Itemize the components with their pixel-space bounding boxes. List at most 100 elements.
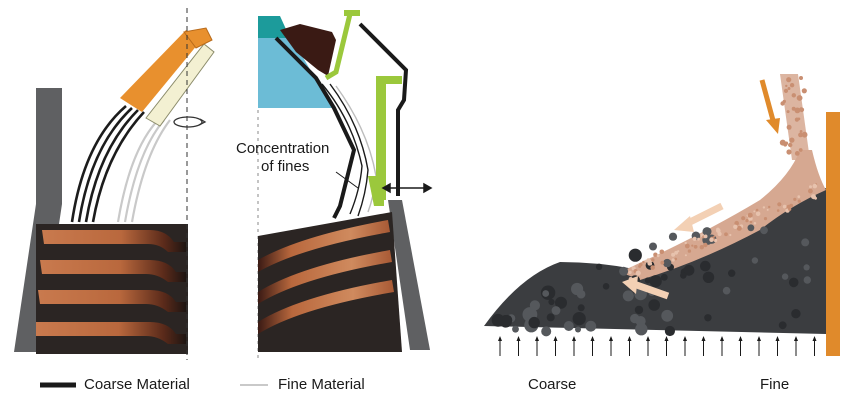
fine-particle [631, 266, 634, 270]
fine-particle [763, 217, 768, 221]
falling-fine-particle [791, 106, 796, 111]
falling-fine-particle [782, 99, 786, 104]
coarse-particle [700, 260, 711, 272]
coarse-particle [619, 266, 629, 276]
fine-particle [788, 207, 792, 211]
fine-particle [644, 259, 647, 263]
fine-particle [674, 257, 678, 261]
fine-particle [734, 220, 739, 226]
distribution-tick-head [757, 336, 761, 341]
fine-particle [753, 222, 757, 225]
distribution-tick-head [516, 336, 521, 341]
double-arrow-icon [381, 182, 433, 194]
coarse-particle [751, 257, 759, 264]
coarse-particle [648, 299, 660, 311]
fine-particle [747, 212, 753, 218]
fine-particle [659, 249, 665, 255]
coarse-particle [649, 242, 657, 251]
callout-leader [335, 171, 359, 189]
coarse-particle [663, 258, 672, 268]
left-wall [14, 88, 62, 352]
falling-fine-particle [791, 93, 796, 98]
coarse-flow-arrow-icon [622, 276, 670, 300]
panel-flap-distribution [257, 10, 433, 360]
distribution-tick-head [683, 336, 687, 341]
green-flap-arm [324, 13, 353, 81]
fine-particle [777, 202, 782, 207]
distribution-tick-head [646, 336, 650, 341]
coarse-pile [484, 188, 826, 334]
layered-stockpile-2 [258, 212, 402, 352]
distribution-tick-head [590, 336, 595, 341]
coarse-particle [702, 271, 715, 283]
distribution-tick-head [738, 336, 743, 341]
coarse-particle [628, 248, 642, 262]
coarse-particle [781, 273, 789, 280]
fine-particle [639, 262, 643, 267]
coarse-material-streams [70, 105, 145, 223]
distribution-tick-head [775, 336, 780, 341]
falling-fine-particle [788, 142, 793, 148]
fine-particle [646, 258, 651, 263]
green-deflector [368, 76, 402, 206]
fine-particle [635, 270, 641, 276]
fine-particle [808, 188, 813, 194]
falling-fine-particle [783, 88, 789, 93]
fine-particle [651, 258, 655, 262]
fine-particle [776, 209, 780, 212]
fine-particle [749, 220, 753, 224]
coarse-particle [644, 277, 651, 284]
coarse-particle [760, 226, 768, 235]
legend-fine-label: Fine Material [278, 376, 365, 393]
fine-particle [691, 244, 694, 247]
falling-fine-particle [786, 124, 792, 130]
fine-particle [699, 245, 704, 250]
falling-fine-particle [796, 95, 803, 101]
coarse-particle [728, 269, 736, 277]
coarse-particle [548, 298, 555, 306]
falling-fine-particle [794, 107, 801, 114]
fine-particle [713, 235, 716, 238]
fine-particle [768, 205, 771, 209]
fine-particle [809, 185, 812, 189]
right-guide-wall [388, 200, 430, 350]
falling-fine-particle [794, 117, 800, 122]
distribution-tick-head [720, 336, 724, 341]
fine-particle [814, 196, 817, 200]
fine-particle [745, 218, 749, 223]
fine-particle [793, 197, 797, 201]
fine-particle [729, 233, 732, 237]
panel-rotating-chute [14, 8, 215, 360]
fine-particle [733, 224, 738, 229]
falling-fine-particle [801, 131, 808, 138]
distribution-tick-head [701, 336, 706, 341]
coarse-particle [563, 321, 574, 331]
fine-particle [687, 249, 692, 253]
coarse-particle [702, 227, 712, 237]
fine-particle [717, 231, 722, 237]
falling-fine-particle [787, 87, 791, 90]
distribution-tick-head [609, 336, 613, 341]
falling-fine-particle [799, 107, 805, 113]
coarse-particle [551, 306, 561, 315]
coarse-particle [512, 325, 519, 333]
coarse-particle [542, 290, 550, 297]
coarse-particle [602, 283, 610, 290]
coarse-particle [683, 264, 695, 276]
fine-particle [653, 252, 658, 257]
distribution-ticks [498, 336, 817, 356]
coarse-particle [528, 316, 540, 329]
falling-fine-particle [789, 137, 795, 143]
coarse-particle [788, 277, 799, 288]
fine-particle [697, 237, 700, 241]
legend-coarse-label: Coarse Material [84, 376, 190, 393]
layered-stockpile [36, 224, 188, 354]
fine-particle [676, 250, 679, 253]
fine-particle [709, 237, 714, 242]
fine-particle [650, 265, 655, 270]
fine-particle [741, 216, 746, 221]
falling-fines [780, 74, 810, 160]
coarse-particle [634, 305, 644, 315]
fine-particle [671, 252, 676, 257]
